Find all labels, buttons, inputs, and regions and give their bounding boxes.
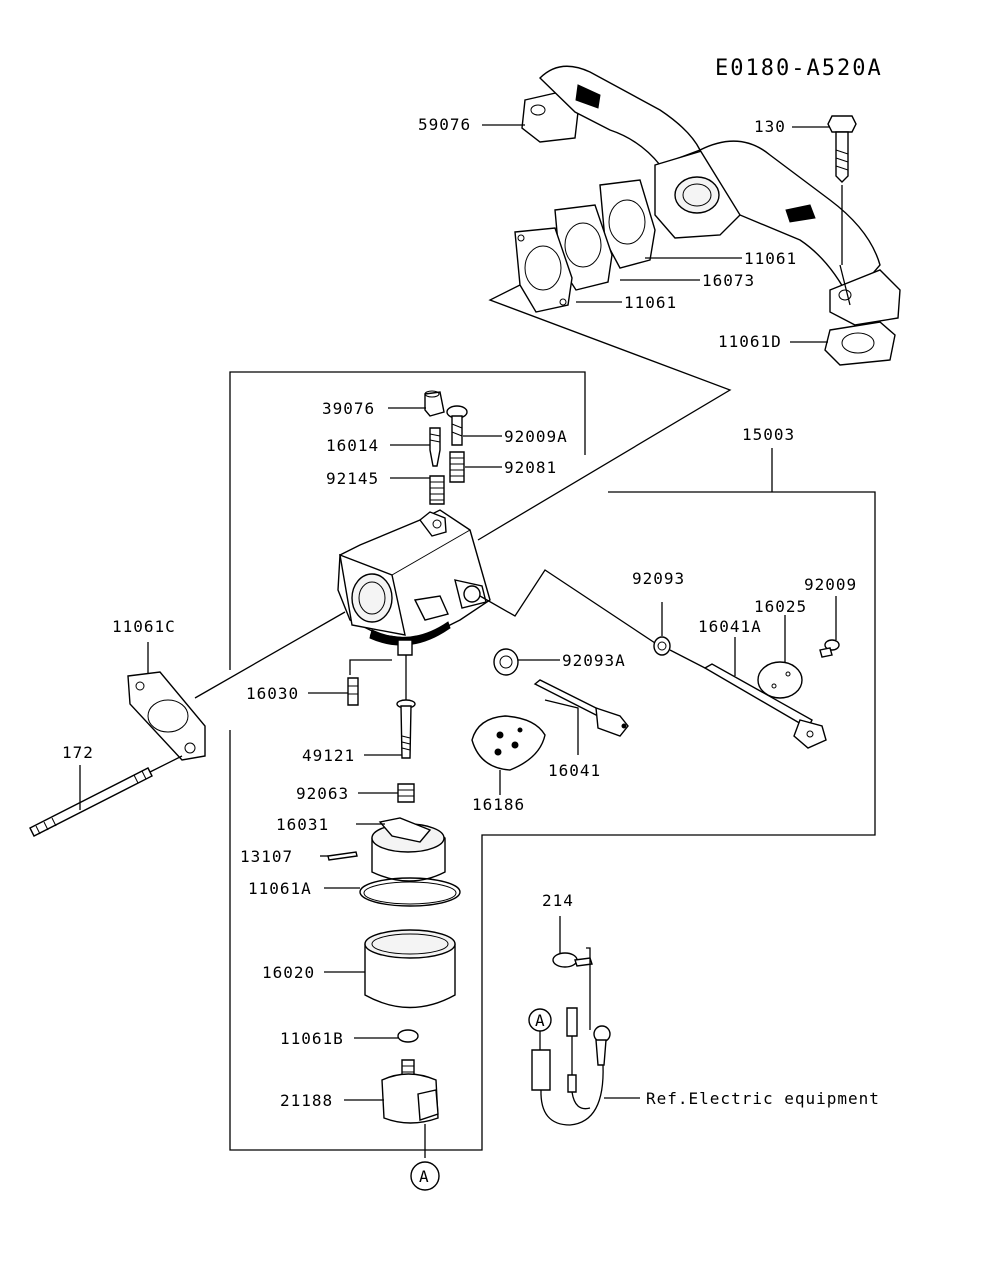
screw-92009 bbox=[819, 639, 840, 658]
shaft-16041a bbox=[703, 663, 827, 749]
callout-16025: 16025 bbox=[754, 597, 807, 616]
ref-marker-a-top-label: A bbox=[535, 1011, 546, 1030]
callout-49121: 49121 bbox=[302, 746, 355, 765]
gasket-11061c bbox=[127, 671, 206, 761]
oring-11061a bbox=[359, 877, 461, 907]
carb-link-line bbox=[479, 569, 656, 644]
callout-92081: 92081 bbox=[504, 458, 557, 477]
callout-214: 214 bbox=[542, 891, 574, 910]
callout-11061a: 11061A bbox=[248, 879, 312, 898]
stud-172 bbox=[29, 755, 183, 837]
callout-92063: 92063 bbox=[296, 784, 349, 803]
callout-16020: 16020 bbox=[262, 963, 315, 982]
callout-92009: 92009 bbox=[804, 575, 857, 594]
carburetor-body bbox=[337, 509, 491, 656]
spring-92145 bbox=[429, 475, 445, 505]
diagram-code: E0180-A520A bbox=[715, 56, 883, 81]
jet-16030 bbox=[347, 677, 359, 706]
callout-59076: 59076 bbox=[418, 115, 471, 134]
callout-92009a: 92009A bbox=[504, 427, 568, 446]
callout-16041: 16041 bbox=[548, 761, 601, 780]
callout-16030: 16030 bbox=[246, 684, 299, 703]
callout-15003: 15003 bbox=[742, 425, 795, 444]
float-16031 bbox=[371, 817, 446, 882]
callout-16073: 16073 bbox=[702, 271, 755, 290]
washer-11061b bbox=[397, 1029, 419, 1043]
callout-172: 172 bbox=[62, 743, 94, 762]
callout-92093a: 92093A bbox=[562, 651, 626, 670]
carb-box-outline bbox=[229, 371, 876, 1151]
callout-130: 130 bbox=[754, 117, 786, 136]
callout-16014: 16014 bbox=[326, 436, 379, 455]
callout-92145: 92145 bbox=[326, 469, 379, 488]
callout-11061d: 11061D bbox=[718, 332, 782, 351]
callout-21188: 21188 bbox=[280, 1091, 333, 1110]
callout-92093: 92093 bbox=[632, 569, 685, 588]
leader-lines bbox=[79, 124, 837, 1101]
washer-92093 bbox=[653, 636, 706, 669]
spring-92063 bbox=[397, 783, 415, 803]
ref-marker-a-bottom bbox=[410, 1161, 440, 1191]
intake-manifold bbox=[521, 65, 901, 326]
spring-92081 bbox=[449, 451, 465, 483]
callout-11061-upper: 11061 bbox=[744, 249, 797, 268]
bolt-130 bbox=[827, 115, 857, 265]
callout-16041a: 16041A bbox=[698, 617, 762, 636]
callout-11061c: 11061C bbox=[112, 617, 176, 636]
shaft-16041 bbox=[533, 679, 629, 737]
gasket-11061d bbox=[824, 321, 896, 366]
plate-16186 bbox=[471, 715, 546, 771]
electric-harness: A bbox=[528, 947, 611, 1126]
callout-16031: 16031 bbox=[276, 815, 329, 834]
callout-labels: 59076 130 11061 16073 11061 11061D 39076… bbox=[62, 115, 880, 1110]
callout-11061-lower: 11061 bbox=[624, 293, 677, 312]
ref-electric-equipment-note: Ref.Electric equipment bbox=[646, 1089, 880, 1108]
nozzle-49121 bbox=[396, 699, 416, 759]
callout-16186: 16186 bbox=[472, 795, 525, 814]
pin-13107 bbox=[327, 851, 358, 861]
needle-16014 bbox=[429, 427, 441, 467]
manifold-link-line bbox=[477, 284, 732, 541]
callout-39076: 39076 bbox=[322, 399, 375, 418]
solenoid-21188 bbox=[381, 1059, 439, 1158]
washer-92093a bbox=[493, 648, 519, 676]
ref-marker-a-bottom-label: A bbox=[419, 1167, 430, 1186]
callout-13107: 13107 bbox=[240, 847, 293, 866]
screw-92009a bbox=[446, 405, 468, 446]
callout-11061b: 11061B bbox=[280, 1029, 344, 1048]
part-39076 bbox=[424, 390, 445, 417]
bowl-16020 bbox=[364, 929, 456, 1009]
manifold-gaskets bbox=[514, 179, 656, 313]
plate-16025 bbox=[757, 661, 803, 699]
